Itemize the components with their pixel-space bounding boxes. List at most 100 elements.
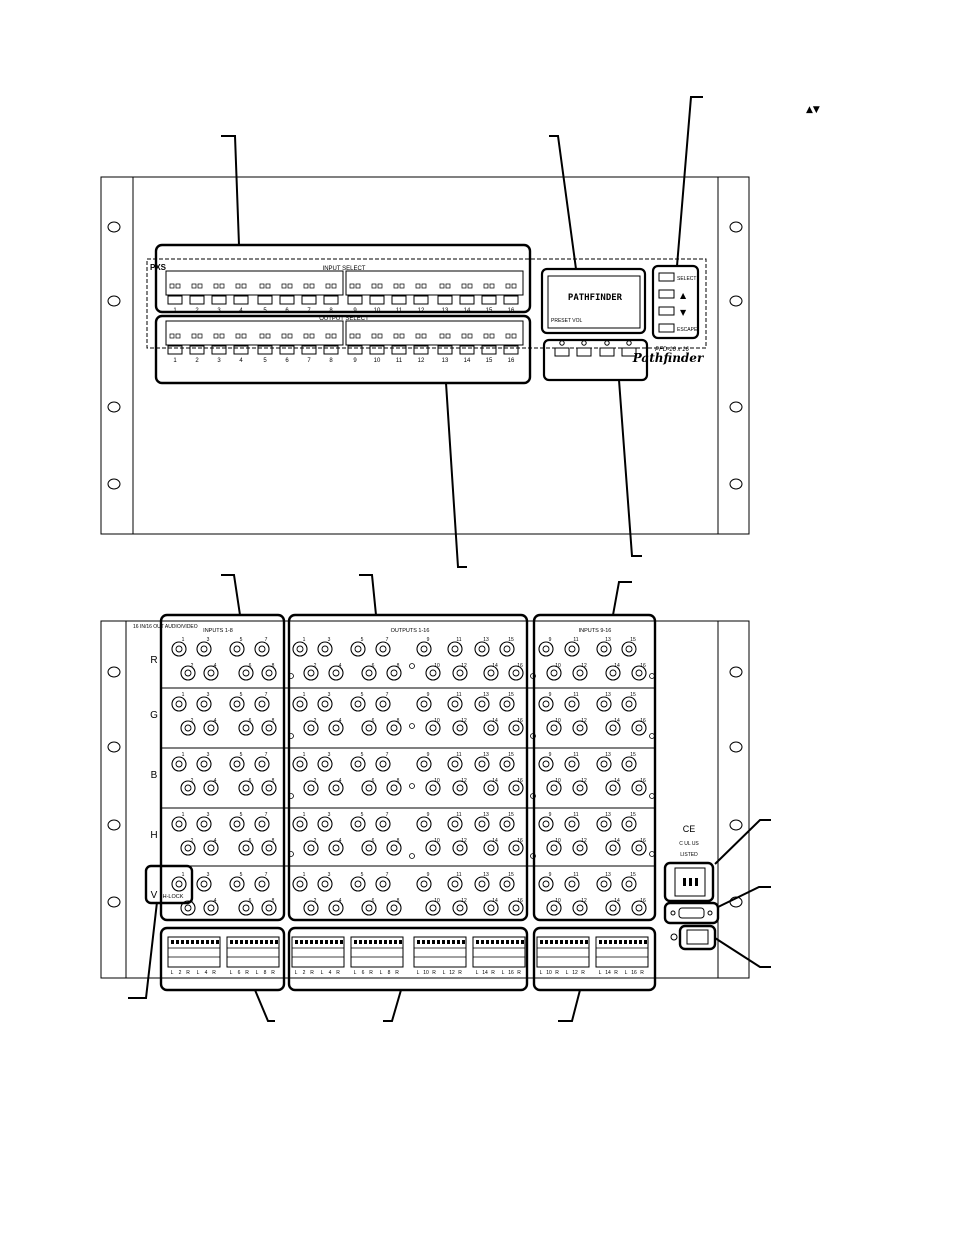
- connector-number: 6: [372, 898, 375, 904]
- output-select-button-number: 10: [374, 358, 381, 364]
- input-bnc-top-center: [600, 645, 608, 653]
- listed-text: LISTED: [680, 852, 698, 858]
- input-bnc-top-center: [542, 880, 550, 888]
- connector-number: 2: [314, 718, 317, 724]
- input-select-button-3: [211, 295, 227, 305]
- ground-screw: [649, 793, 655, 799]
- connector-number: 9: [427, 637, 430, 643]
- audio-terminal-label: L: [295, 970, 298, 976]
- callout-leader-line: [383, 989, 402, 1022]
- output-select-button-number: 2: [195, 358, 199, 364]
- connector-number: 13: [605, 692, 611, 698]
- ground-screw: [409, 663, 415, 669]
- input-select-led: [309, 283, 315, 289]
- output-select-led: [461, 333, 467, 339]
- input-select-button-number: 3: [217, 308, 221, 314]
- input-select-led: [377, 283, 383, 289]
- input-select-button-14: [459, 295, 475, 305]
- output-select-button-number: 12: [418, 358, 425, 364]
- input-bnc-top: [538, 696, 554, 712]
- input-select-led: [371, 283, 377, 289]
- output-bnc-bottom-center: [307, 844, 315, 852]
- output-bnc-top: [375, 641, 391, 657]
- rear-chassis: [100, 620, 750, 979]
- connector-number: 11: [456, 692, 461, 698]
- ground-screw: [409, 783, 415, 789]
- input-bnc-bottom-center: [576, 724, 584, 732]
- hlock-label: H-LOCK: [163, 894, 184, 900]
- output-select-button-number: 4: [239, 358, 243, 364]
- input-select-led: [213, 283, 219, 289]
- ground-screw: [288, 793, 294, 799]
- input-bnc-bottom: [546, 840, 562, 856]
- connector-number: 10: [555, 898, 561, 904]
- output-bnc-top: [317, 641, 333, 657]
- connector-number: 3: [328, 637, 331, 643]
- terminal-screw: [340, 940, 343, 944]
- input-bnc-bottom-center: [184, 724, 192, 732]
- connector-number: 16: [640, 663, 646, 669]
- terminal-screw: [310, 940, 313, 944]
- connector-number: 13: [483, 692, 489, 698]
- front-dashed-frame: [146, 258, 707, 349]
- input-select-led: [325, 283, 331, 289]
- input-select-button-1: [167, 295, 183, 305]
- terminal-screw: [206, 940, 209, 944]
- output-select-led: [511, 333, 517, 339]
- output-select-button-5: [257, 345, 273, 355]
- terminal-screw: [196, 940, 199, 944]
- connector-number: 6: [249, 663, 252, 669]
- network-port: [686, 929, 709, 945]
- terminal-screw: [394, 940, 397, 944]
- output-select-group: [154, 314, 532, 385]
- output-bnc-bottom-center: [429, 844, 437, 852]
- connector-number: 10: [434, 898, 440, 904]
- connector-number: 13: [605, 872, 611, 878]
- input-bnc-top: [596, 641, 612, 657]
- input-bnc-bottom: [546, 900, 562, 916]
- connector-number: 13: [605, 637, 611, 643]
- preset-led: [581, 340, 587, 346]
- output-bnc-top: [499, 756, 515, 772]
- connector-number: 7: [386, 752, 389, 758]
- connector-number: 6: [372, 663, 375, 669]
- terminal-screw: [255, 940, 258, 944]
- inputs-9-16-group: [532, 613, 657, 922]
- ground-screw: [530, 793, 536, 799]
- connector-number: 8: [272, 778, 275, 784]
- input-bnc-bottom: [261, 900, 277, 916]
- output-bnc-bottom-center: [512, 669, 520, 677]
- output-bnc-top: [350, 816, 366, 832]
- connector-number: 12: [581, 778, 587, 784]
- terminal-screw: [624, 940, 627, 944]
- connector-number: 12: [581, 898, 587, 904]
- output-select-led: [445, 333, 451, 339]
- output-bnc-top-center: [478, 700, 486, 708]
- terminal-screw: [427, 940, 430, 944]
- input-bnc-bottom-center: [609, 669, 617, 677]
- callout-leader-line: [128, 901, 158, 999]
- output-bnc-top: [474, 641, 490, 657]
- audio-terminal-label: 16: [631, 970, 637, 976]
- input-bnc-bottom: [546, 665, 562, 681]
- input-select-display-strip-left: [165, 270, 344, 296]
- output-bnc-top-center: [503, 645, 511, 653]
- connector-number: 9: [549, 637, 552, 643]
- terminal-screw: [305, 940, 308, 944]
- connector-number: 1: [303, 752, 306, 758]
- connector-number: 10: [434, 778, 440, 784]
- terminal-screw: [599, 940, 602, 944]
- outputs-label: OUTPUTS 1-16: [391, 628, 430, 634]
- terminal-screw: [511, 940, 514, 944]
- output-bnc-bottom-center: [456, 669, 464, 677]
- output-bnc-bottom-center: [307, 724, 315, 732]
- output-bnc-bottom-center: [456, 844, 464, 852]
- terminal-screw: [384, 940, 387, 944]
- connector-number: 16: [517, 838, 523, 844]
- output-bnc-top: [292, 641, 308, 657]
- input-bnc-top: [171, 641, 187, 657]
- connector-number: 7: [386, 872, 389, 878]
- input-select-led: [505, 283, 511, 289]
- output-bnc-top-center: [478, 820, 486, 828]
